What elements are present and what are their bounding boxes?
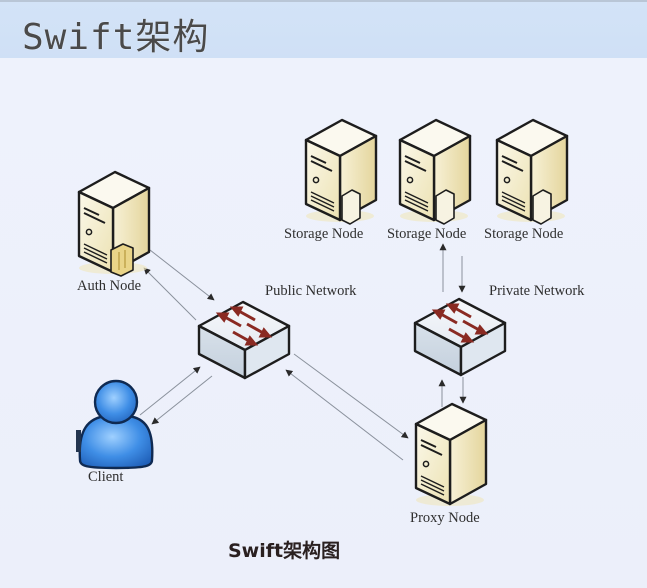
slide-title: Swift架构 <box>22 17 210 58</box>
storage-node-1 <box>304 118 378 225</box>
storage-node-2 <box>398 118 472 225</box>
storage-node-1-label: Storage Node <box>284 226 364 242</box>
auth-node-label: Auth Node <box>77 278 142 294</box>
private-network-switch <box>413 297 507 377</box>
storage-node-3 <box>495 118 569 225</box>
private-network-label: Private Network <box>489 283 585 299</box>
client-label: Client <box>88 469 124 485</box>
server-with-storage-icon <box>495 118 569 224</box>
server-icon <box>414 402 488 508</box>
network-switch-icon <box>413 297 507 377</box>
client-user-icon <box>76 379 154 470</box>
storage-tray-icon <box>341 189 361 225</box>
storage-node-2-label: Storage Node <box>387 226 467 242</box>
public-network-label: Public Network <box>265 283 357 299</box>
key-card-icon <box>110 243 134 277</box>
public-to-proxy-arrow <box>293 353 409 439</box>
connectors <box>139 243 467 461</box>
proxy-to-public-arrow <box>285 369 404 461</box>
diagram-caption: Swift架构图 <box>228 540 341 562</box>
public-network-switch <box>197 300 291 380</box>
title-band <box>0 0 647 60</box>
storage-node-3-label: Storage Node <box>484 226 564 242</box>
storage-tray-icon <box>435 189 455 225</box>
public-to-auth-arrow <box>143 267 197 321</box>
proxy-node <box>414 402 488 508</box>
network-switch-icon <box>197 300 291 380</box>
proxy-node-label: Proxy Node <box>410 510 480 526</box>
auth-to-public-arrow <box>149 249 215 301</box>
client-to-public-arrow <box>139 366 201 416</box>
server-with-storage-icon <box>304 118 378 224</box>
storage-tray-icon <box>532 189 552 225</box>
auth-node <box>77 170 151 277</box>
server-with-storage-icon <box>398 118 472 224</box>
public-to-client-arrow <box>151 375 213 425</box>
